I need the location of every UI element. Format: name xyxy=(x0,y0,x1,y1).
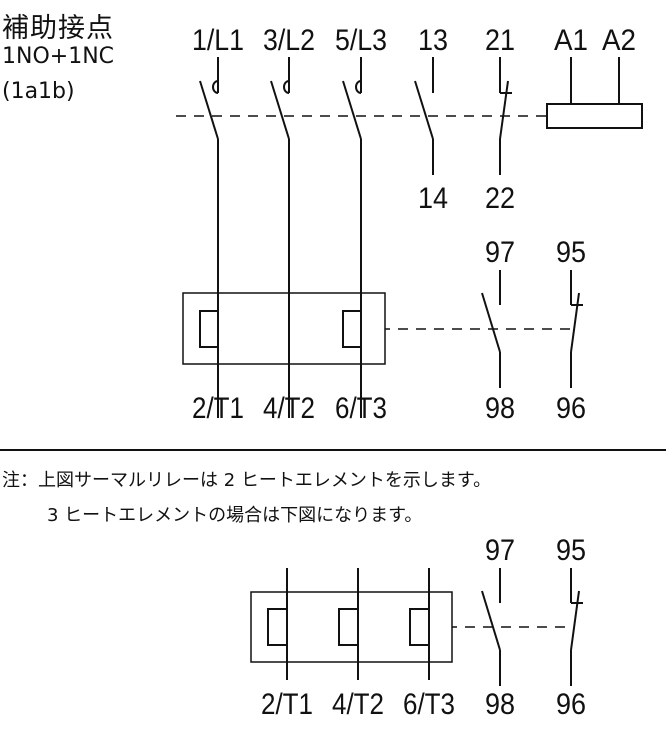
terminal-label: 13 xyxy=(418,24,448,57)
terminal-label: 4/T2 xyxy=(332,688,384,721)
terminal-label: 98 xyxy=(485,392,515,425)
terminal-label: 2/T1 xyxy=(192,392,244,425)
terminal-label: 1/L1 xyxy=(192,24,244,57)
note-line-2: 3 ヒートエレメントの場合は下図になります。 xyxy=(47,505,423,526)
heater-element xyxy=(267,608,287,646)
aux-contact-nc xyxy=(499,57,512,175)
heater-element xyxy=(199,293,219,364)
main-pole-l1 xyxy=(199,57,219,418)
terminal-label: 22 xyxy=(485,182,515,215)
terminal-label: 97 xyxy=(485,534,515,567)
note-line-1: 注：上図サーマルリレーは 2 ヒートエレメントを示します。 xyxy=(2,470,492,491)
terminal-label: 14 xyxy=(418,182,448,215)
thermal-relay-2 xyxy=(182,292,390,365)
terminal-label: 96 xyxy=(556,688,586,721)
overload-contact-no-3 xyxy=(481,568,501,686)
terminal-label: 96 xyxy=(556,392,586,425)
terminal-label: 95 xyxy=(556,534,586,567)
main-pole-l2 xyxy=(270,57,290,418)
terminal-label: 97 xyxy=(485,236,515,269)
heater-element xyxy=(409,608,429,646)
terminal-label: A1 xyxy=(554,24,588,57)
terminal-label: 21 xyxy=(485,24,515,57)
aux-contact-no xyxy=(414,57,434,175)
terminal-label: 3/L2 xyxy=(263,24,315,57)
terminal-label: 4/T2 xyxy=(263,392,315,425)
overload-contact-no xyxy=(481,270,501,388)
terminal-label: 5/L3 xyxy=(335,24,387,57)
terminal-label: 2/T1 xyxy=(261,688,313,721)
aux-contact-config: 1NO+1NC xyxy=(2,44,115,69)
terminal-label: 95 xyxy=(556,236,586,269)
overload-contact-nc xyxy=(570,270,583,388)
terminal-label: A2 xyxy=(602,24,636,57)
terminal-label: 6/T3 xyxy=(403,688,455,721)
heater-element xyxy=(338,608,358,646)
terminal-label: 98 xyxy=(485,688,515,721)
aux-contact-title: 補助接点 xyxy=(2,13,114,44)
terminal-label: 6/T3 xyxy=(335,392,387,425)
thermal-relay-3 xyxy=(250,568,457,680)
coil xyxy=(546,57,643,129)
overload-contact-nc-3 xyxy=(570,568,583,686)
heater-element xyxy=(342,293,362,364)
aux-contact-code: (1a1b) xyxy=(2,79,75,104)
main-pole-l3 xyxy=(342,57,362,418)
